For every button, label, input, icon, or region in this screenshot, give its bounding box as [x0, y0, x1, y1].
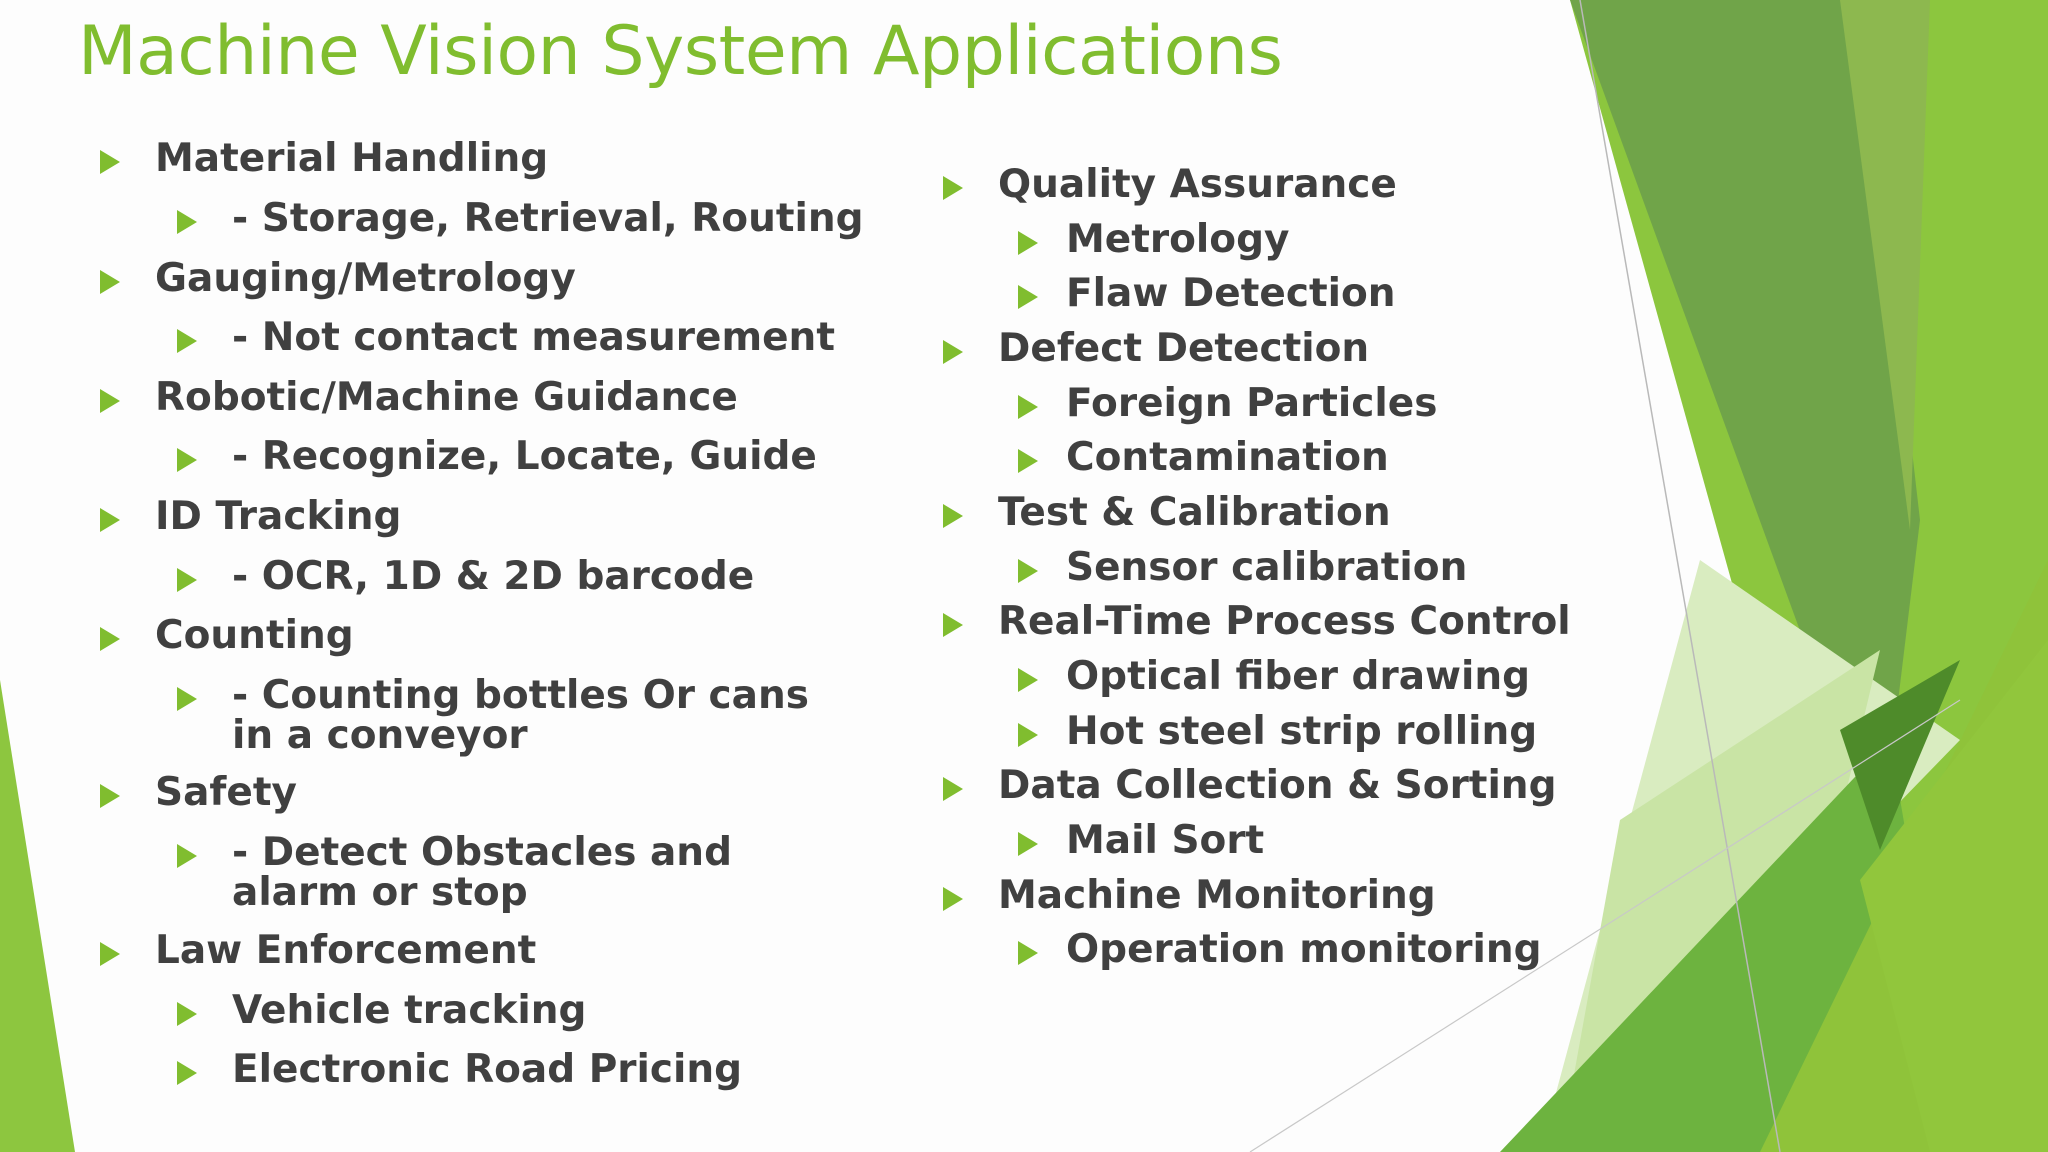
list-item: - OCR, 1D & 2D barcode — [177, 557, 754, 597]
triangle-right-icon — [943, 777, 963, 801]
list-item: Quality Assurance — [943, 165, 1397, 205]
thin-line-2 — [1249, 699, 1961, 1152]
list-item: Defect Detection — [943, 329, 1369, 369]
list-item: Safety — [100, 773, 297, 813]
thin-line-1 — [1579, 0, 1781, 1152]
list-item: Foreign Particles — [1018, 384, 1437, 424]
list-item: Data Collection & Sorting — [943, 766, 1557, 806]
list-item: Law Enforcement — [100, 931, 536, 971]
slide-title: Machine Vision System Applications — [78, 12, 1283, 91]
list-item: Mail Sort — [1018, 821, 1264, 861]
list-item: Robotic/Machine Guidance — [100, 378, 738, 418]
triangle-right-icon — [100, 942, 120, 966]
list-item: Material Handling — [100, 139, 548, 179]
triangle-right-icon — [100, 150, 120, 174]
triangle-right-icon — [1018, 231, 1038, 255]
list-item: ID Tracking — [100, 497, 401, 537]
triangle-right-icon — [177, 1061, 197, 1085]
list-item: - Counting bottles Or cans in a conveyor — [177, 676, 832, 756]
triangle-right-icon — [1018, 832, 1038, 856]
triangle-right-icon — [100, 508, 120, 532]
triangle-right-icon — [177, 568, 197, 592]
list-item: Metrology — [1018, 220, 1289, 260]
triangle-right-icon — [177, 329, 197, 353]
left-green-sliver — [0, 680, 75, 1152]
triangle-right-icon — [943, 340, 963, 364]
triangle-right-icon — [177, 210, 197, 234]
list-item: Flaw Detection — [1018, 274, 1396, 314]
list-item: Sensor calibration — [1018, 548, 1467, 588]
triangle-right-icon — [1018, 668, 1038, 692]
list-item: Electronic Road Pricing — [177, 1050, 742, 1090]
list-item: - Not contact measurement — [177, 318, 835, 358]
triangle-right-icon — [177, 687, 197, 711]
triangle-right-icon — [1018, 285, 1038, 309]
list-item: - Storage, Retrieval, Routing — [177, 199, 864, 239]
triangle-right-icon — [177, 844, 197, 868]
triangle-right-icon — [943, 176, 963, 200]
triangle-right-icon — [100, 270, 120, 294]
triangle-right-icon — [943, 504, 963, 528]
triangle-right-icon — [177, 448, 197, 472]
right-yellowgreen-facet — [1860, 640, 2048, 1152]
list-item: Gauging/Metrology — [100, 259, 576, 299]
list-item: Contamination — [1018, 438, 1389, 478]
triangle-right-icon — [100, 389, 120, 413]
right-mid-facet — [1840, 0, 1930, 530]
triangle-right-icon — [1018, 395, 1038, 419]
list-item: Hot steel strip rolling — [1018, 712, 1537, 752]
list-item: Real-Time Process Control — [943, 602, 1571, 642]
triangle-right-icon — [100, 784, 120, 808]
triangle-right-icon — [1018, 941, 1038, 965]
list-item: - Recognize, Locate, Guide — [177, 437, 817, 477]
list-item: - Detect Obstacles and alarm or stop — [177, 833, 832, 913]
triangle-right-icon — [100, 627, 120, 651]
right-deep-facet — [1840, 660, 1960, 850]
list-item: Operation monitoring — [1018, 930, 1542, 970]
triangle-right-icon — [943, 887, 963, 911]
triangle-right-icon — [1018, 559, 1038, 583]
right-dark-facet — [1570, 0, 1920, 850]
list-item: Vehicle tracking — [177, 991, 586, 1031]
triangle-right-icon — [1018, 449, 1038, 473]
triangle-right-icon — [1018, 723, 1038, 747]
triangle-right-icon — [177, 1002, 197, 1026]
list-item: Test & Calibration — [943, 493, 1391, 533]
list-item: Optical fiber drawing — [1018, 657, 1530, 697]
list-item: Machine Monitoring — [943, 876, 1436, 916]
triangle-right-icon — [943, 613, 963, 637]
list-item: Counting — [100, 616, 354, 656]
